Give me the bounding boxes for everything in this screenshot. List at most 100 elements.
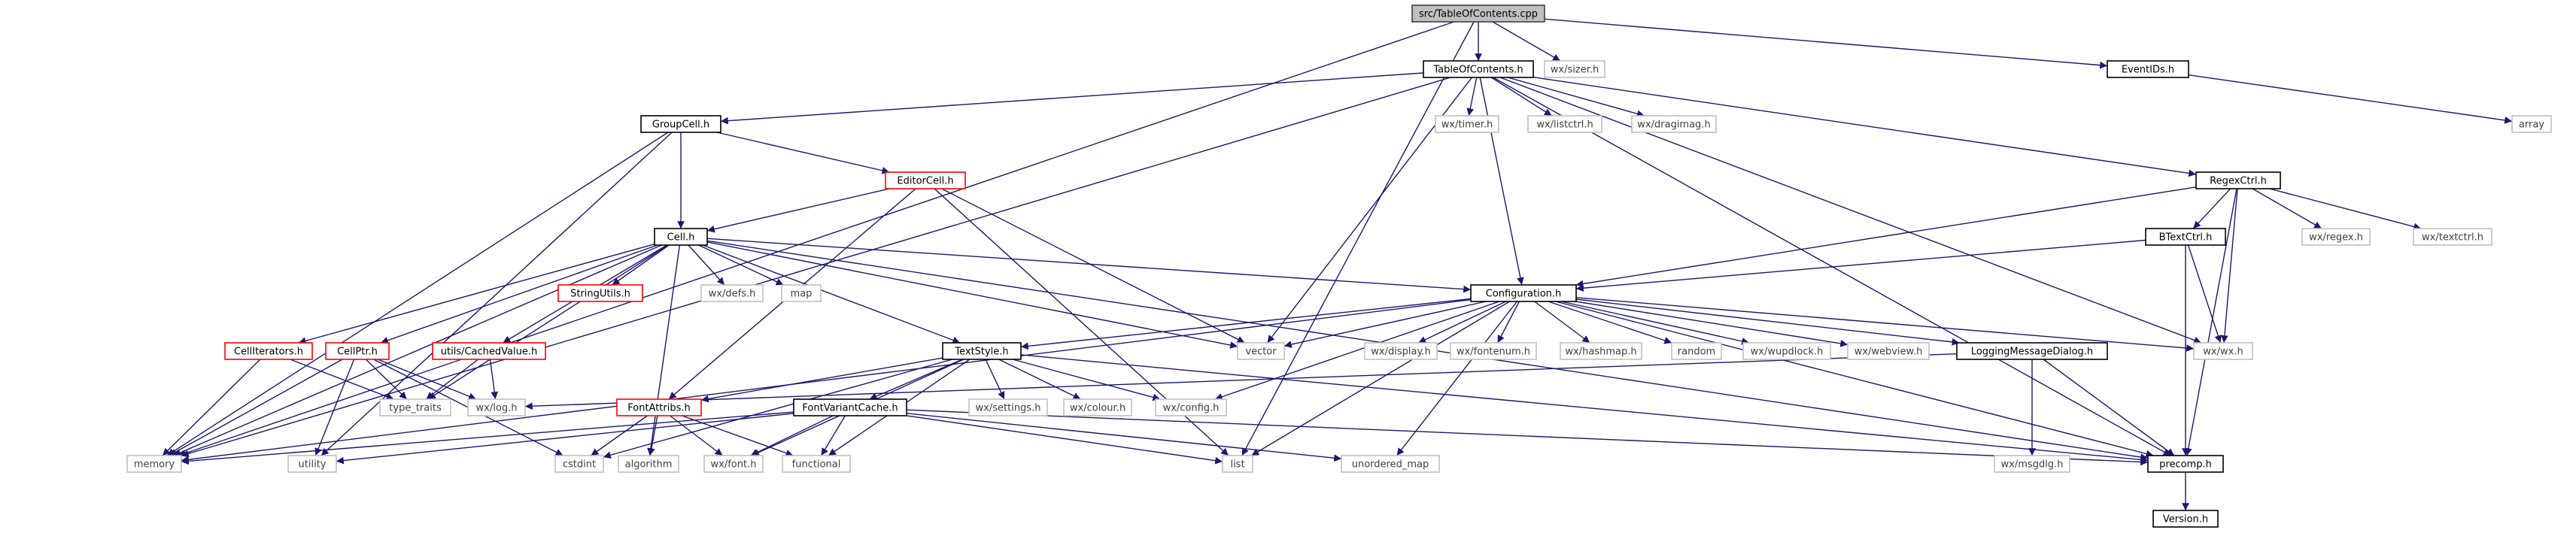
node-wxwebview[interactable]: wx/webview.h: [1847, 342, 1930, 360]
node-box-wxtextctrl: [2413, 228, 2492, 246]
node-random[interactable]: random: [1671, 342, 1722, 360]
node-wxtextctrl[interactable]: wx/textctrl.h: [2413, 228, 2492, 246]
node-label-wxdragimag: wx/dragimag.h: [1637, 120, 1710, 131]
node-loggingdlg[interactable]: LoggingMessageDialog.h: [1956, 342, 2108, 360]
node-wxsizer[interactable]: wx/sizer.h: [1544, 60, 1605, 78]
edge-loggingdlg-to-wxlog: [524, 353, 1958, 410]
node-wxmsgdlg[interactable]: wx/msgdlg.h: [1994, 455, 2070, 473]
edge-configuration-to-list: [1251, 301, 1510, 456]
edge-toc-to-regexctrl: [1533, 77, 2197, 177]
node-box-wxwupdlock: [1742, 342, 1831, 360]
node-regexctrl[interactable]: RegexCtrl.h: [2195, 171, 2281, 189]
edge-root-to-memory: [178, 21, 1454, 457]
node-memory[interactable]: memory: [126, 455, 182, 473]
node-configuration[interactable]: Configuration.h: [1470, 284, 1577, 302]
node-box-eventids: [2107, 60, 2189, 78]
node-box-map: [781, 284, 822, 302]
node-algorithm[interactable]: algorithm: [618, 455, 679, 473]
edge-btextctrl-to-wxwx: [2187, 244, 2222, 344]
edge-celh-to-cellptr: [380, 244, 658, 344]
edge-regexctrl-to-wxtextctrl: [2269, 188, 2422, 231]
node-version[interactable]: Version.h: [2152, 510, 2219, 528]
node-box-fontattribs: [616, 398, 702, 416]
node-utility[interactable]: utility: [287, 455, 337, 473]
edge-fontvariantcache-to-list: [906, 415, 1223, 465]
edge-celliterators-to-typetraits: [290, 359, 394, 401]
node-wxlog[interactable]: wx/log.h: [467, 398, 526, 416]
node-box-btextctrl: [2145, 228, 2226, 246]
node-wxdragimag[interactable]: wx/dragimag.h: [1631, 115, 1717, 133]
edge-groupcell-to-utility: [320, 132, 673, 456]
node-box-loggingdlg: [1956, 342, 2108, 360]
node-wxfont[interactable]: wx/font.h: [703, 455, 764, 473]
node-label-wxtextctrl: wx/textctrl.h: [2422, 232, 2483, 244]
node-groupcell[interactable]: GroupCell.h: [640, 115, 721, 133]
node-vector[interactable]: vector: [1237, 342, 1285, 360]
node-label-precomp: precomp.h: [2159, 459, 2212, 471]
node-box-algorithm: [618, 455, 679, 473]
node-functional[interactable]: functional: [782, 455, 851, 473]
node-list[interactable]: list: [1222, 455, 1253, 473]
node-wxtimer[interactable]: wx/timer.h: [1435, 115, 1499, 133]
node-editorcell[interactable]: EditorCell.h: [885, 171, 966, 189]
edge-configuration-to-memory: [181, 299, 1472, 464]
edge-fontvariantcache-to-unorderedmap: [906, 413, 1342, 462]
node-array[interactable]: array: [2511, 115, 2552, 133]
node-wxcolour[interactable]: wx/colour.h: [1063, 398, 1132, 416]
node-wxwx[interactable]: wx/wx.h: [2193, 342, 2253, 360]
edge-regexctrl-to-precomp: [2184, 188, 2237, 456]
node-box-vector: [1237, 342, 1285, 360]
node-box-wxdragimag: [1631, 115, 1717, 133]
edge-textstyle-to-wxsettings: [985, 359, 1005, 400]
edge-fontvariantcache-to-utility: [336, 413, 794, 465]
edge-regexctrl-to-btextctrl: [2192, 188, 2231, 229]
node-toc[interactable]: TableOfContents.h: [1423, 60, 1534, 78]
edge-configuration-to-wxdisplay: [1418, 301, 1506, 344]
edge-cellptr-to-typetraits: [365, 359, 408, 400]
edge-cellptr-to-utility: [314, 359, 355, 456]
node-box-fontvariantcache: [793, 398, 907, 416]
node-wxhashmap[interactable]: wx/hashmap.h: [1560, 342, 1642, 360]
edge-eventids-to-array: [2188, 74, 2513, 124]
node-wxconfig[interactable]: wx/config.h: [1155, 398, 1227, 416]
node-box-wxwebview: [1847, 342, 1930, 360]
node-label-groupcell: GroupCell.h: [652, 120, 709, 131]
edge-configuration-to-wxhashmap: [1534, 301, 1590, 344]
node-wxlistctrl[interactable]: wx/listctrl.h: [1527, 115, 1602, 133]
edge-fontattribs-to-algorithm: [648, 415, 658, 456]
node-wxsettings[interactable]: wx/settings.h: [968, 398, 1048, 416]
node-label-wxconfig: wx/config.h: [1163, 403, 1220, 414]
node-celliterators[interactable]: CellIterators.h: [224, 342, 313, 360]
node-box-toc: [1423, 60, 1534, 78]
node-celh[interactable]: Cell.h: [654, 228, 708, 246]
node-wxregex[interactable]: wx/regex.h: [2301, 228, 2371, 246]
node-eventids[interactable]: EventIDs.h: [2107, 60, 2189, 78]
node-precomp[interactable]: precomp.h: [2147, 455, 2224, 473]
edge-loggingdlg-to-precomp: [2043, 359, 2175, 456]
node-wxfontenum[interactable]: wx/fontenum.h: [1450, 342, 1537, 360]
node-box-wxdefs: [700, 284, 764, 302]
node-map[interactable]: map: [781, 284, 822, 302]
edge-btextctrl-to-configuration: [1575, 239, 2146, 292]
edge-configuration-to-textstyle: [1020, 298, 1472, 350]
node-textstyle[interactable]: TextStyle.h: [942, 342, 1022, 360]
node-cstdint[interactable]: cstdint: [554, 455, 604, 473]
node-label-eventids: EventIDs.h: [2122, 65, 2174, 76]
node-typetraits[interactable]: type_traits: [379, 398, 451, 416]
node-stringutils[interactable]: StringUtils.h: [557, 284, 643, 302]
node-wxdisplay[interactable]: wx/display.h: [1364, 342, 1438, 360]
node-btextctrl[interactable]: BTextCtrl.h: [2145, 228, 2226, 246]
node-label-wxsizer: wx/sizer.h: [1551, 65, 1599, 76]
edge-textstyle-to-wxconfig: [1012, 359, 1161, 401]
node-wxdefs[interactable]: wx/defs.h: [700, 284, 764, 302]
node-root[interactable]: src/TableOfContents.cpp: [1411, 5, 1545, 23]
node-fontattribs[interactable]: FontAttribs.h: [616, 398, 702, 416]
node-wxwupdlock[interactable]: wx/wupdlock.h: [1742, 342, 1831, 360]
edge-fontattribs-to-cstdint: [591, 415, 648, 456]
edge-toc-to-wxdragimag: [1508, 77, 1645, 118]
node-unorderedmap[interactable]: unordered_map: [1341, 455, 1440, 473]
node-cellptr[interactable]: CellPtr.h: [325, 342, 390, 360]
node-cachedvalue[interactable]: utils/CachedValue.h: [432, 342, 546, 360]
node-fontvariantcache[interactable]: FontVariantCache.h: [793, 398, 907, 416]
